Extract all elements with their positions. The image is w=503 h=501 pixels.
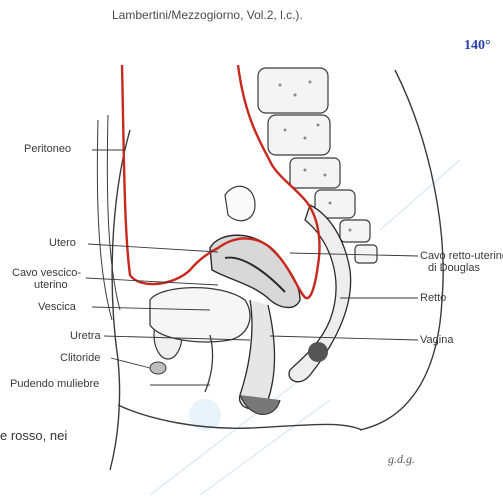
label-utero: Utero <box>49 237 76 249</box>
anal-canal <box>308 342 328 362</box>
perineum <box>240 395 280 414</box>
label-vagina: Vagina <box>420 334 453 346</box>
label-cavo-retto-uterino-2: di Douglas <box>428 262 480 274</box>
label-cavo-vescico-uterino-2: uterino <box>34 279 68 291</box>
label-cavo-retto-uterino-1: Cavo retto-uterino <box>420 250 503 262</box>
urethra <box>205 335 212 392</box>
label-vescica: Vescica <box>38 301 76 313</box>
label-pudendo-muliebre: Pudendo muliebre <box>10 378 99 390</box>
clitoris <box>150 362 166 374</box>
label-uretra: Uretra <box>70 330 101 342</box>
footer-text: e rosso, nei <box>0 428 67 443</box>
artist-signature: g.d.g. <box>388 452 415 467</box>
bladder <box>150 288 250 342</box>
label-clitoride: Clitoride <box>60 352 100 364</box>
abdominal-wall <box>97 115 120 320</box>
label-retto: Retto <box>420 292 446 304</box>
label-peritoneo: Peritoneo <box>24 143 71 155</box>
label-cavo-vescico-uterino-1: Cavo vescico- <box>12 267 81 279</box>
ovary <box>225 186 255 220</box>
